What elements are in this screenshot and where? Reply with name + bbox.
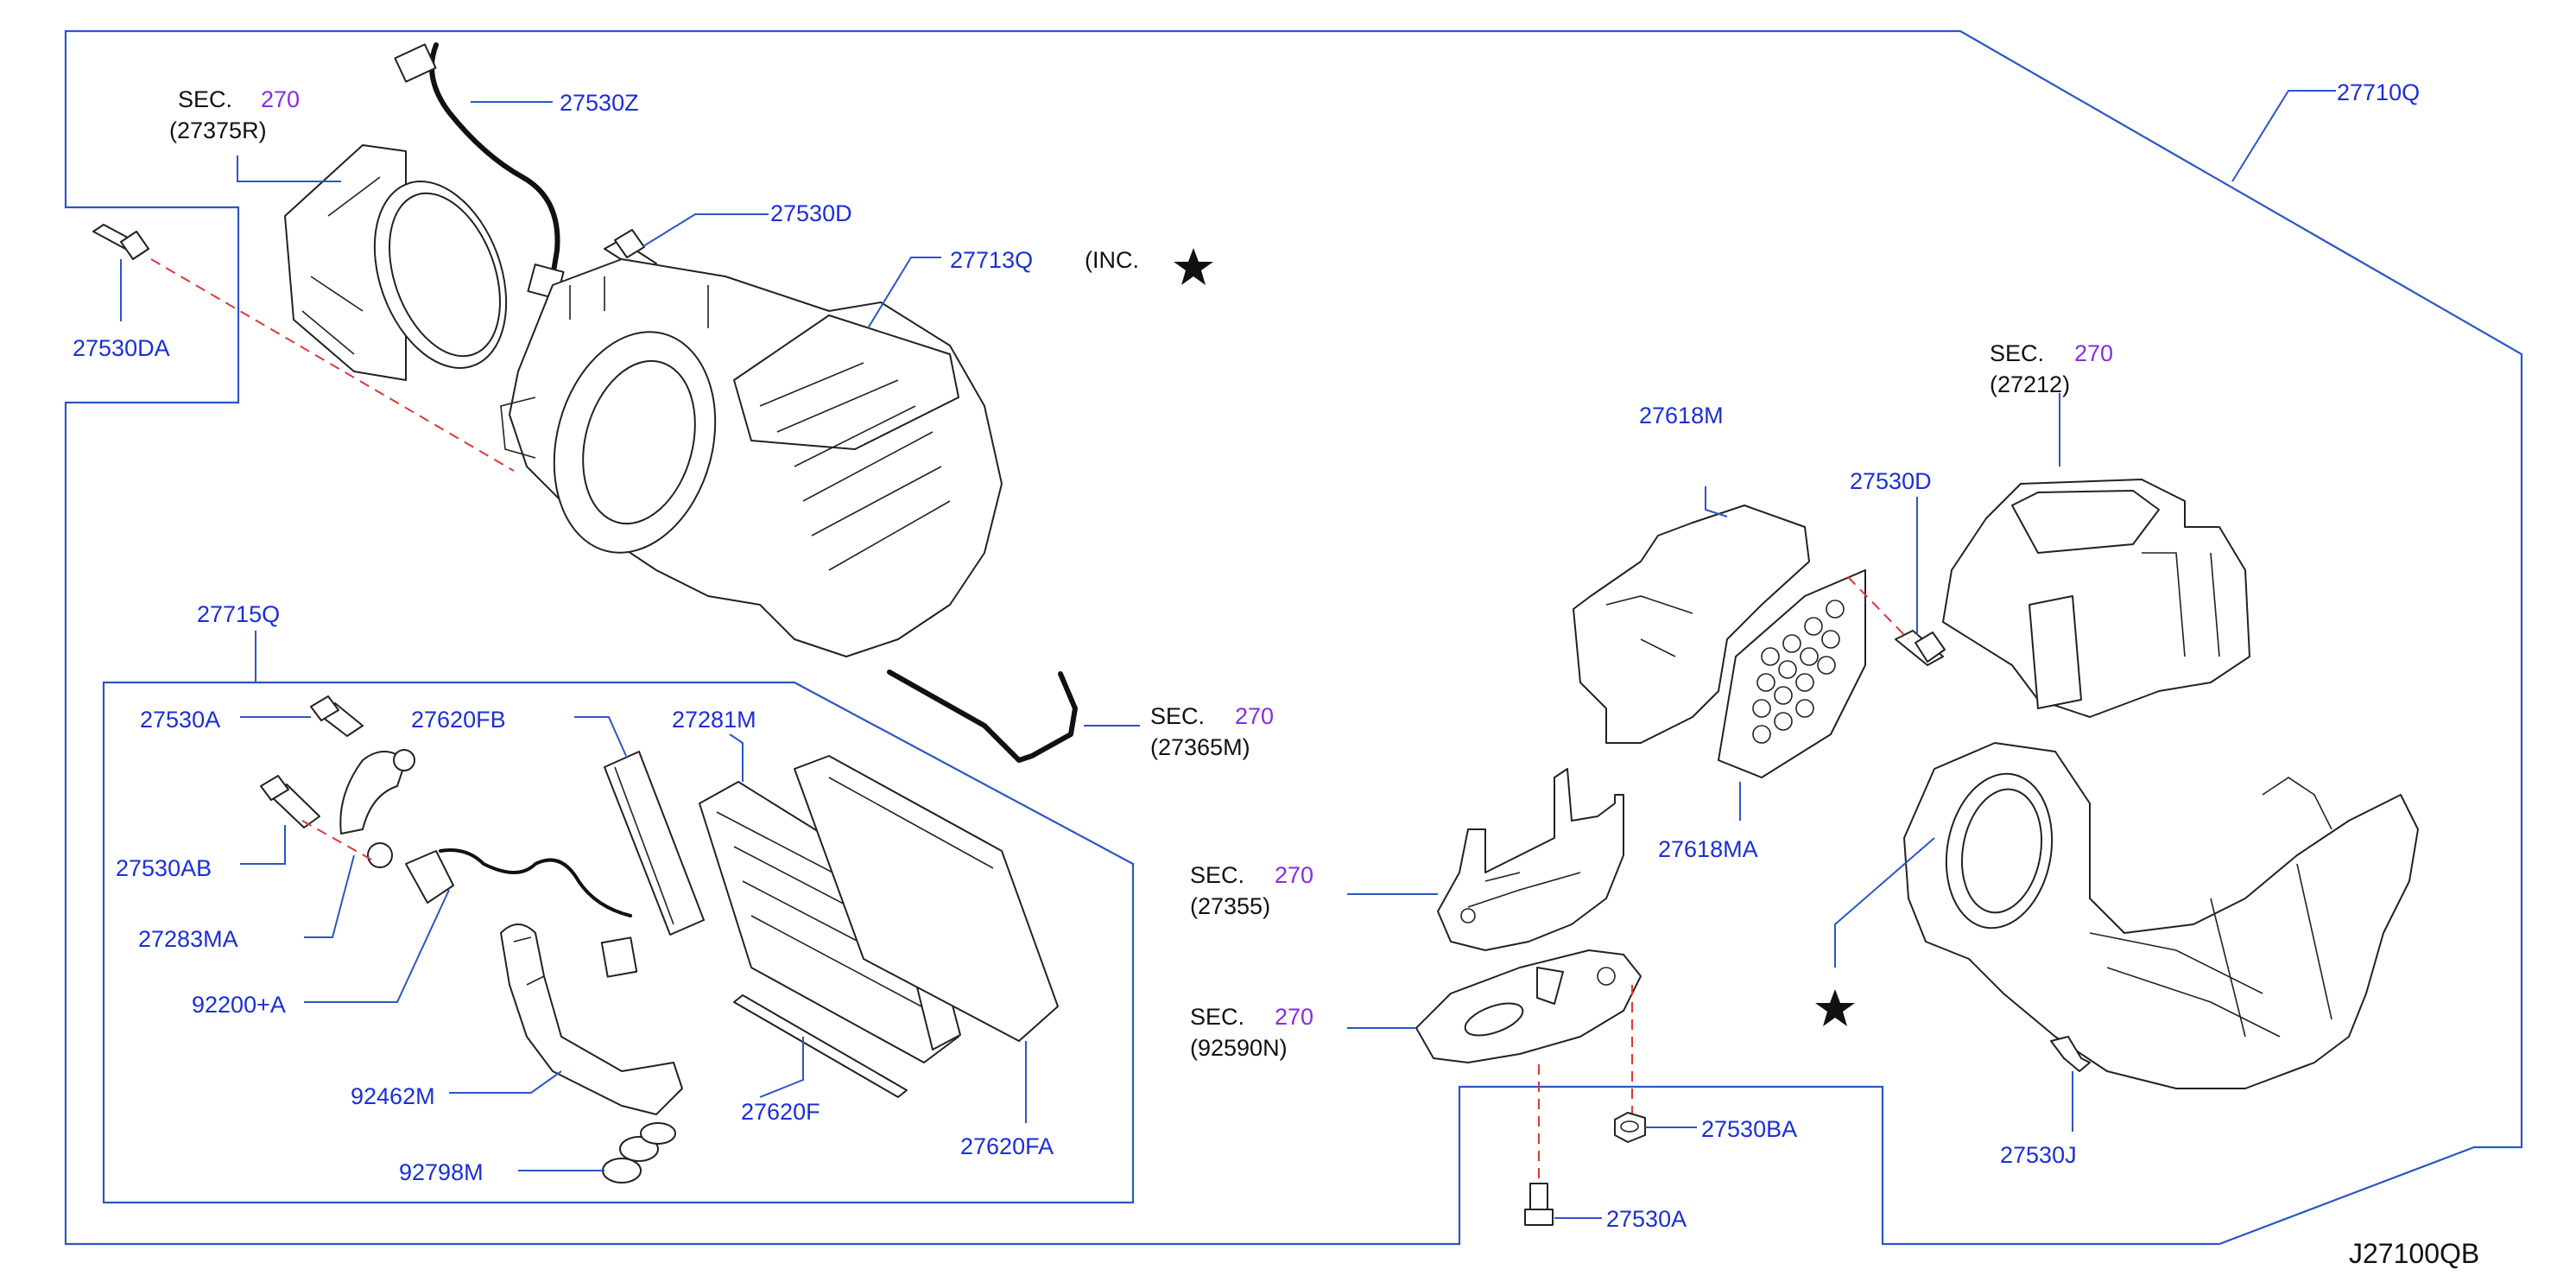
label-92798M: 92798M — [399, 1159, 484, 1185]
svg-text:270: 270 — [1275, 1004, 1313, 1030]
svg-text:270: 270 — [1275, 862, 1313, 888]
bolt-27530AB — [260, 775, 320, 828]
harness-27530Z — [394, 42, 565, 300]
filter-grille — [1718, 569, 1866, 778]
case-lower-right — [1903, 742, 2419, 1089]
label-27618M: 27618M — [1639, 403, 1724, 428]
valve-bracket — [339, 749, 415, 868]
label-27618MA: 27618MA — [1658, 836, 1758, 862]
label-27620FA: 27620FA — [960, 1133, 1054, 1159]
blower-case — [500, 258, 1003, 657]
bolt-27530DA — [92, 224, 149, 260]
clip-27530J — [2050, 1036, 2091, 1072]
label-27530Z: 27530Z — [560, 90, 639, 116]
screw-27530D-right — [1895, 630, 1946, 666]
seal-27620F — [733, 994, 908, 1098]
label-27530D-right: 27530D — [1850, 468, 1932, 494]
label-27713Q: 27713Q — [950, 247, 1033, 273]
svg-text:SEC.: SEC. — [1190, 862, 1244, 888]
bracket-27355 — [1437, 768, 1624, 951]
nut-27530BA — [1614, 1112, 1646, 1143]
label-27620FB: 27620FB — [411, 707, 506, 733]
label-27283MA: 27283MA — [138, 926, 238, 952]
label-27715Q: 27715Q — [197, 601, 280, 627]
label-27530D-top: 27530D — [770, 200, 852, 226]
label-27530A-bottom: 27530A — [1606, 1206, 1687, 1232]
svg-text:(27212): (27212) — [1990, 371, 2070, 397]
svg-text:SEC.: SEC. — [1990, 340, 2044, 366]
label-27530AB: 27530AB — [116, 855, 212, 881]
label-27530BA: 27530BA — [1701, 1116, 1797, 1142]
assembly-frame — [64, 29, 2523, 1246]
label-27530DA: 27530DA — [73, 335, 170, 361]
label-27530A-left: 27530A — [140, 707, 220, 733]
label-92200A: 92200+A — [192, 992, 286, 1018]
bolt-27530A-left — [310, 695, 364, 737]
svg-text:SEC.: SEC. — [1190, 1004, 1244, 1030]
evaporator-frame — [102, 681, 1135, 1204]
bolt-27530A-bottom — [1524, 1183, 1554, 1226]
star-icon — [1174, 248, 1213, 285]
grommet-plate — [1415, 949, 1642, 1063]
label-27620F: 27620F — [741, 1099, 820, 1125]
label-27530J: 27530J — [2000, 1142, 2077, 1168]
svg-text:SEC.: SEC. — [178, 86, 232, 112]
blower-motor — [284, 144, 508, 381]
drain-hose — [887, 670, 1078, 763]
duct-cover-27618M — [1573, 505, 1810, 744]
label-27710Q: 27710Q — [2337, 79, 2420, 105]
packing-27620FB — [604, 751, 705, 936]
insulator-27620FA — [794, 755, 1059, 1042]
diagram-reference-code: J27100QB — [2349, 1238, 2479, 1269]
svg-text:(92590N): (92590N) — [1190, 1035, 1288, 1061]
label-inc: (INC. — [1085, 247, 1139, 273]
svg-text:(27375R): (27375R) — [169, 117, 267, 143]
star-icon — [1815, 989, 1855, 1026]
intake-unit — [1942, 479, 2250, 718]
pipe-92462M — [500, 923, 683, 1115]
svg-text:270: 270 — [2074, 340, 2113, 366]
label-27281M: 27281M — [672, 707, 756, 733]
svg-text:270: 270 — [261, 86, 300, 112]
svg-text:270: 270 — [1235, 703, 1274, 729]
label-92462M: 92462M — [351, 1083, 435, 1109]
svg-text:(27355): (27355) — [1190, 893, 1270, 919]
svg-text:SEC.: SEC. — [1150, 703, 1205, 729]
orings-92798M — [602, 1122, 676, 1184]
svg-text:(27365M): (27365M) — [1150, 734, 1250, 760]
sensor-92200A — [405, 848, 638, 978]
